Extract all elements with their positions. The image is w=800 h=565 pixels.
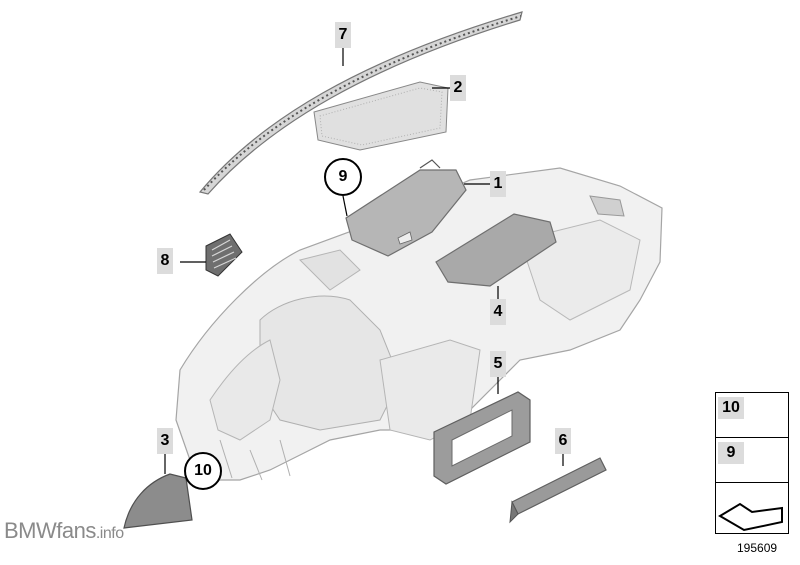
legend-row-symbol (715, 482, 789, 534)
fastener-legend: 10 9 (715, 392, 789, 538)
part-6-trim-strip (509, 457, 607, 524)
watermark-brand: BMWfans (4, 518, 96, 543)
part-3-end-cap (123, 473, 193, 529)
watermark-tld: .info (95, 525, 124, 542)
part-4-trim-panel (435, 213, 557, 287)
callout-2: 2 (450, 75, 466, 101)
part-8-air-vent (205, 233, 243, 277)
callout-1: 1 (490, 171, 506, 197)
callout-3: 3 (157, 428, 173, 454)
legend-bracket-symbol-icon (718, 502, 783, 532)
part-7-defroster-strip (198, 11, 523, 195)
part-2-upper-panel (313, 81, 449, 151)
legend-number-9: 9 (718, 442, 744, 464)
callout-4: 4 (490, 299, 506, 325)
part-5-center-frame (433, 391, 531, 485)
watermark: BMWfans.info (4, 518, 124, 544)
callout-10-circle: 10 (184, 452, 222, 490)
callout-7: 7 (335, 22, 351, 48)
callout-6: 6 (555, 428, 571, 454)
legend-row-9: 9 (715, 437, 789, 483)
callout-9-circle: 9 (324, 158, 362, 196)
diagram-number: 195609 (737, 541, 778, 555)
callout-8: 8 (157, 248, 173, 274)
callout-5: 5 (490, 351, 506, 377)
legend-number-10: 10 (718, 397, 744, 419)
part-1-airbag-cover (345, 159, 467, 257)
legend-row-10: 10 (715, 392, 789, 438)
